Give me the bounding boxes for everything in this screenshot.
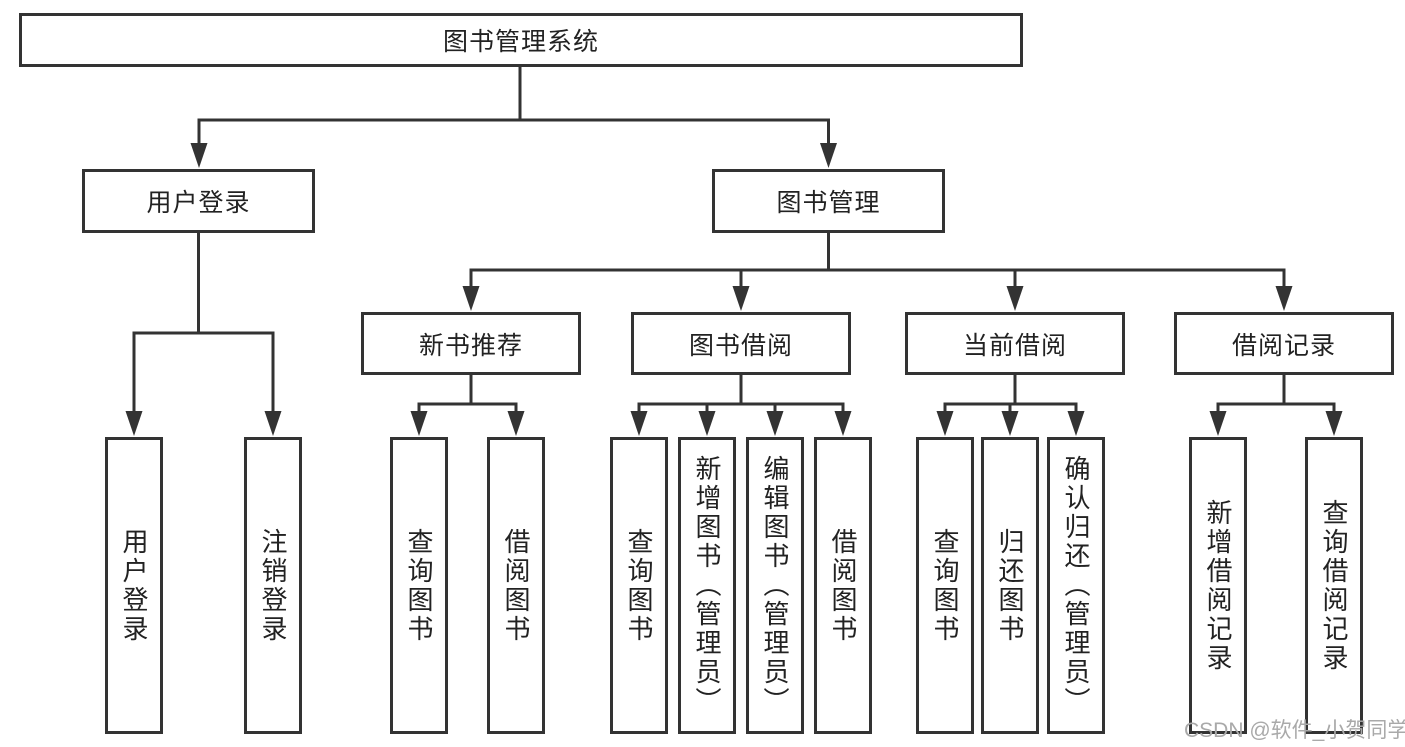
node-label: 借阅记录 <box>1231 331 1336 360</box>
leaf-label: 确认归还（管理员） <box>1061 455 1091 716</box>
connector-new-book-recommend-to-leaves <box>410 375 525 436</box>
connector-borrow-record-to-leaves <box>1209 375 1343 436</box>
connector-line <box>943 375 1078 414</box>
leaf-label: 注销登录 <box>258 527 288 644</box>
leaf-return-book: 归还图书 <box>981 437 1039 734</box>
leaf-user-login: 用户登录 <box>105 437 163 734</box>
arrowhead-icon <box>630 411 648 436</box>
arrowhead-icon <box>820 143 837 168</box>
watermark-text: CSDN @软件_小贺同学 <box>1184 719 1405 742</box>
leaf-edit-book-admin: 编辑图书（管理员） <box>746 437 804 734</box>
arrowhead-icon <box>766 411 784 436</box>
node-user-login: 用户登录 <box>82 169 315 233</box>
arrowhead-icon <box>264 411 282 436</box>
leaf-label: 查询图书 <box>404 527 434 644</box>
node-label: 用户登录 <box>146 189 251 217</box>
leaf-label: 借阅图书 <box>828 527 858 644</box>
leaf-label: 借阅图书 <box>501 527 531 644</box>
leaf-query-book-2: 查询图书 <box>610 437 668 734</box>
leaf-add-book-admin: 新增图书（管理员） <box>678 437 736 734</box>
arrowhead-icon <box>834 411 852 436</box>
connector-line <box>132 233 275 414</box>
arrowhead-icon <box>190 143 208 168</box>
leaf-borrow-book-1: 借阅图书 <box>487 437 545 734</box>
arrowhead-icon <box>936 411 954 436</box>
leaf-logout: 注销登录 <box>244 437 302 734</box>
leaf-label: 查询图书 <box>624 527 654 644</box>
node-label: 图书借阅 <box>688 331 793 360</box>
leaf-label: 归还图书 <box>995 527 1025 644</box>
node-label: 图书管理系统 <box>442 28 599 56</box>
connector-line <box>637 375 845 414</box>
leaf-label: 查询图书 <box>930 527 960 644</box>
leaf-label: 用户登录 <box>119 527 149 644</box>
arrowhead-icon <box>1006 286 1024 311</box>
leaf-label: 编辑图书（管理员） <box>760 455 790 716</box>
connector-line <box>417 375 518 414</box>
leaf-label: 新增图书（管理员） <box>692 455 722 716</box>
arrowhead-icon <box>125 411 143 436</box>
leaf-add-borrow-record: 新增借阅记录 <box>1189 437 1247 734</box>
arrowhead-icon <box>698 411 716 436</box>
connector-root-to-level2 <box>190 66 837 168</box>
connector-book-borrow-to-leaves <box>630 375 852 436</box>
arrowhead-icon <box>507 411 525 436</box>
connector-current-borrow-to-leaves <box>936 375 1085 436</box>
arrowhead-icon <box>1001 411 1019 436</box>
leaf-label: 新增借阅记录 <box>1203 498 1233 673</box>
connector-user-login-to-leaves <box>125 233 282 436</box>
node-label: 图书管理 <box>776 189 881 217</box>
arrowhead-icon <box>462 286 480 311</box>
leaf-borrow-book-2: 借阅图书 <box>814 437 872 734</box>
node-borrow-record: 借阅记录 <box>1174 312 1394 375</box>
connector-book-management-to-level3 <box>462 233 1293 311</box>
node-book-borrow: 图书借阅 <box>631 312 851 375</box>
leaf-query-borrow-record: 查询借阅记录 <box>1305 437 1363 734</box>
arrowhead-icon <box>1325 411 1343 436</box>
node-new-book-recommend: 新书推荐 <box>361 312 581 375</box>
leaf-query-book-1: 查询图书 <box>390 437 448 734</box>
leaf-label: 查询借阅记录 <box>1319 498 1349 673</box>
leaf-query-book-3: 查询图书 <box>916 437 974 734</box>
connector-line <box>469 233 1286 290</box>
arrowhead-icon <box>1275 286 1293 311</box>
node-library-management-system: 图书管理系统 <box>19 13 1023 67</box>
arrowhead-icon <box>410 411 428 436</box>
node-label: 新书推荐 <box>418 331 523 360</box>
connector-line <box>197 66 830 146</box>
arrowhead-icon <box>1067 411 1085 436</box>
connector-line <box>1216 375 1336 414</box>
node-current-borrow: 当前借阅 <box>905 312 1125 375</box>
leaf-confirm-return-admin: 确认归还（管理员） <box>1047 437 1105 734</box>
node-label: 当前借阅 <box>962 331 1067 360</box>
node-book-management: 图书管理 <box>712 169 945 233</box>
arrowhead-icon <box>1209 411 1227 436</box>
arrowhead-icon <box>732 286 750 311</box>
